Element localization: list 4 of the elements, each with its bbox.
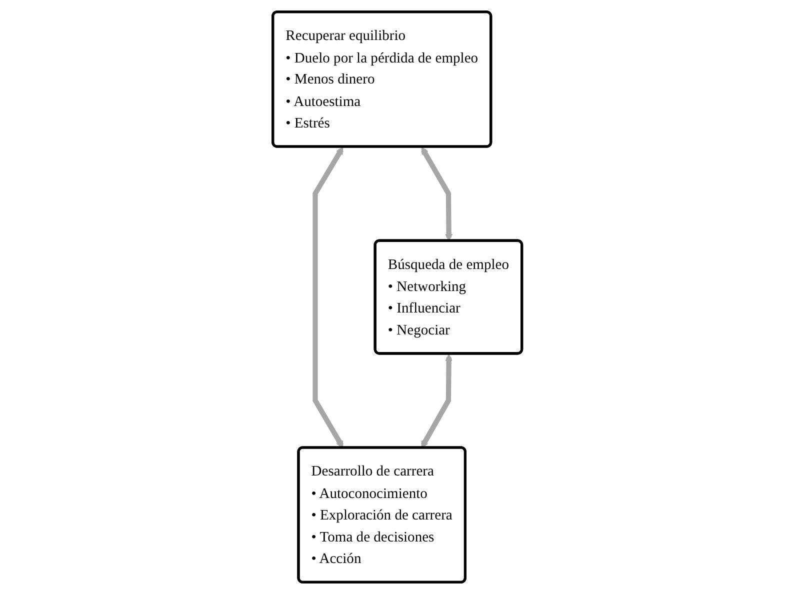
arrow	[421, 354, 453, 448]
arrow	[421, 146, 453, 242]
diagram: Recuperar equilibrio • Duelo por la pérdida de empleo • Menos dinero • Autoestima • Estrés Búsqueda de empleo • Networking • Influenciar • Negociar Desarrollo de carrera • Autoconocimiento • Exploración de carrera • Toma de decisiones • Acción	[266, 5, 529, 589]
arrow	[312, 146, 344, 448]
